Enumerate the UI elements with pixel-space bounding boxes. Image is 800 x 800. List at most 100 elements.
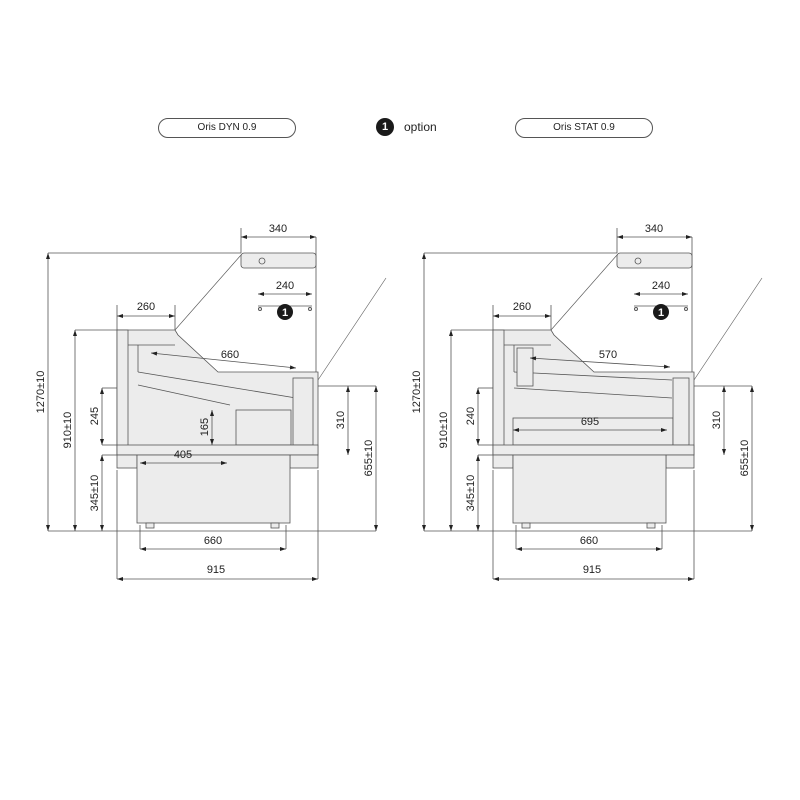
- arrowhead: [100, 439, 104, 445]
- arrowhead: [530, 356, 537, 361]
- arrowhead: [100, 525, 104, 531]
- arrowhead: [750, 525, 754, 531]
- dim-front-total-label: 655±10: [363, 440, 375, 477]
- dim-canopy-depth-label: 340: [269, 223, 287, 235]
- arrowhead: [617, 235, 623, 239]
- arrowhead: [346, 386, 350, 392]
- arrowhead: [306, 292, 312, 296]
- front-glass-line: [693, 277, 763, 381]
- arrowhead: [476, 455, 480, 461]
- dim-option-shelf-label: 240: [276, 280, 294, 292]
- arrowhead: [210, 410, 214, 416]
- arrowhead: [73, 330, 77, 336]
- arrowhead: [140, 547, 146, 551]
- arrowhead: [449, 525, 453, 531]
- arrowhead: [221, 461, 227, 465]
- glass-back-line: [174, 254, 242, 331]
- foot-right: [646, 522, 656, 529]
- foot-left: [521, 522, 531, 529]
- arrowhead: [722, 449, 726, 455]
- well-slope: [137, 384, 231, 406]
- arrowhead: [476, 388, 480, 394]
- arrowhead: [663, 364, 670, 369]
- arrowhead: [682, 292, 688, 296]
- canopy-light-icon: [258, 257, 266, 265]
- arrowhead: [140, 461, 146, 465]
- glass-back-line: [550, 254, 618, 331]
- canopy-light-icon: [634, 257, 642, 265]
- dim-well-height-label: 165: [199, 418, 211, 436]
- arrowhead: [661, 428, 667, 432]
- dim-total-width-label: 915: [207, 564, 225, 576]
- dim-top-depth-label: 260: [137, 301, 155, 313]
- arrowhead: [258, 292, 264, 296]
- arrowhead: [46, 253, 50, 259]
- option-marker-icon: [653, 304, 669, 320]
- front-panel: [672, 377, 690, 446]
- evaporator-coil: [235, 409, 292, 446]
- dim-shelf-depth-label: 570: [599, 349, 617, 361]
- dim-shelf-depth-label: 660: [221, 349, 239, 361]
- arrowhead: [513, 428, 519, 432]
- dim-base-height-label: 345±10: [89, 475, 101, 512]
- arrowhead: [476, 525, 480, 531]
- arrowhead: [100, 388, 104, 394]
- arrowhead: [422, 253, 426, 259]
- counter-base-band: [492, 444, 695, 456]
- arrowhead: [722, 386, 726, 392]
- right-plinth: [289, 454, 319, 469]
- counter-base-band: [116, 444, 319, 456]
- shelf-bracket: [684, 307, 688, 311]
- shelf-bracket: [308, 307, 312, 311]
- front-panel: [292, 377, 314, 446]
- arrowhead: [545, 314, 551, 318]
- dim-base-height-label: 345±10: [465, 475, 477, 512]
- option-marker-label: 1: [282, 307, 288, 319]
- arrowhead: [73, 525, 77, 531]
- model-label-left: Oris DYN 0.9: [158, 118, 296, 138]
- arrowhead: [750, 386, 754, 392]
- sloped-deck-lower: [513, 387, 673, 399]
- arrowhead: [280, 547, 286, 551]
- model-label-right: Oris STAT 0.9: [515, 118, 653, 138]
- front-glass-line: [317, 277, 387, 381]
- arrowhead: [374, 525, 378, 531]
- arrowhead: [289, 365, 296, 370]
- dim-front-total-label: 655±10: [739, 440, 751, 477]
- arrowhead: [151, 351, 158, 356]
- arrowhead: [634, 292, 640, 296]
- arrowhead: [169, 314, 175, 318]
- left-plinth: [492, 454, 514, 469]
- dim-counter-height-label: 910±10: [62, 412, 74, 449]
- arrowhead: [493, 577, 499, 581]
- base-cabinet: [136, 454, 291, 524]
- arrowhead: [346, 449, 350, 455]
- foot-left: [145, 522, 155, 529]
- control-panel: [516, 347, 534, 387]
- arrowhead: [46, 525, 50, 531]
- dim-total-height-label: 1270±10: [411, 371, 423, 414]
- foot-right: [270, 522, 280, 529]
- dim-base-width-label: 660: [580, 535, 598, 547]
- dim-shelf-depth-line: [150, 352, 297, 369]
- shelf-bracket: [634, 307, 638, 311]
- back-column: [492, 329, 505, 456]
- shelf-bracket: [258, 307, 262, 311]
- arrowhead: [312, 577, 318, 581]
- dim-total-width-label: 915: [583, 564, 601, 576]
- arrowhead: [449, 330, 453, 336]
- dim-well-width-label: 405: [174, 449, 192, 461]
- dim-option-shelf-label: 240: [652, 280, 670, 292]
- arrowhead: [241, 235, 247, 239]
- arrowhead: [516, 547, 522, 551]
- arrowhead: [422, 525, 426, 531]
- right-plinth: [665, 454, 695, 469]
- dim-counter-height-label: 910±10: [438, 412, 450, 449]
- dim-front-height-label: 310: [335, 411, 347, 429]
- dim-shelf-depth-line: [529, 357, 671, 368]
- arrowhead: [117, 314, 123, 318]
- dim-base-width-label: 660: [204, 535, 222, 547]
- dim-canopy-depth-label: 340: [645, 223, 663, 235]
